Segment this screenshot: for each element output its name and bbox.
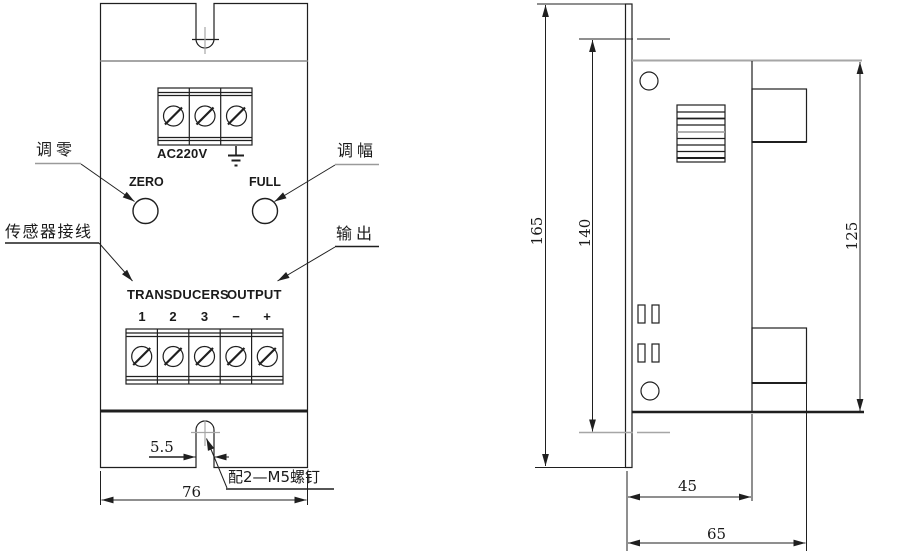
dim-overall-width <box>100 471 308 505</box>
bottom-mounting-screw-icon <box>191 420 220 446</box>
dim-text-mounting-centers: 140 <box>576 218 594 248</box>
screw-icon <box>162 105 248 127</box>
terminal-title-output: OUTPUT <box>227 287 282 302</box>
full-knob-label: FULL <box>249 175 281 189</box>
vent-louvers <box>676 104 726 163</box>
terminal-label-minus: − <box>232 309 240 324</box>
front-outline <box>99 2 309 469</box>
case-slots <box>637 304 660 363</box>
power-terminal-block <box>157 87 253 146</box>
transducer-wiring-label: 传感器接线 <box>5 222 93 241</box>
rear-terminal-block-upper <box>751 88 808 143</box>
annotation-leaders <box>80 163 336 489</box>
io-terminal-block <box>125 328 284 385</box>
screw-icon <box>131 345 278 368</box>
dim-overall-height <box>535 3 632 468</box>
earth-ground-icon <box>228 146 244 167</box>
side-view <box>535 3 864 551</box>
dim-text-overall-height: 165 <box>528 216 546 246</box>
terminal-label-1: 1 <box>138 309 146 324</box>
top-mounting-screw-icon <box>192 27 219 54</box>
power-terminal-label: AC220V <box>157 146 208 161</box>
amplitude-adjust-label: 调幅 <box>337 141 378 160</box>
zero-adjust-label: 调零 <box>36 140 77 159</box>
case-hole-top <box>639 71 659 91</box>
zero-knob[interactable] <box>132 197 159 225</box>
zero-knob-label: ZERO <box>129 175 164 189</box>
dim-text-overall-depth: 65 <box>707 525 727 543</box>
terminal-label-3: 3 <box>200 309 209 324</box>
mounting-note-label: 配2—M5螺钉 <box>228 468 321 486</box>
rear-terminal-block-lower <box>751 327 808 551</box>
output-label: 输出 <box>336 224 377 243</box>
mounting-centerlines <box>579 38 670 434</box>
dim-text-overall-width: 76 <box>182 483 202 501</box>
front-view <box>5 2 379 505</box>
dim-text-case-height: 125 <box>843 221 861 251</box>
terminal-label-plus: + <box>263 309 271 324</box>
terminal-label-2: 2 <box>169 309 177 324</box>
bezel-plate <box>624 3 633 469</box>
dim-text-slot-width: 5.5 <box>150 438 174 456</box>
annotation-underlines <box>5 162 379 490</box>
dim-text-case-depth: 45 <box>678 477 698 495</box>
full-knob[interactable] <box>251 197 279 225</box>
terminal-title-transducers: TRANSDUCERS <box>127 287 229 302</box>
case-hole-bottom <box>640 381 660 401</box>
dim-case-depth <box>626 414 753 551</box>
